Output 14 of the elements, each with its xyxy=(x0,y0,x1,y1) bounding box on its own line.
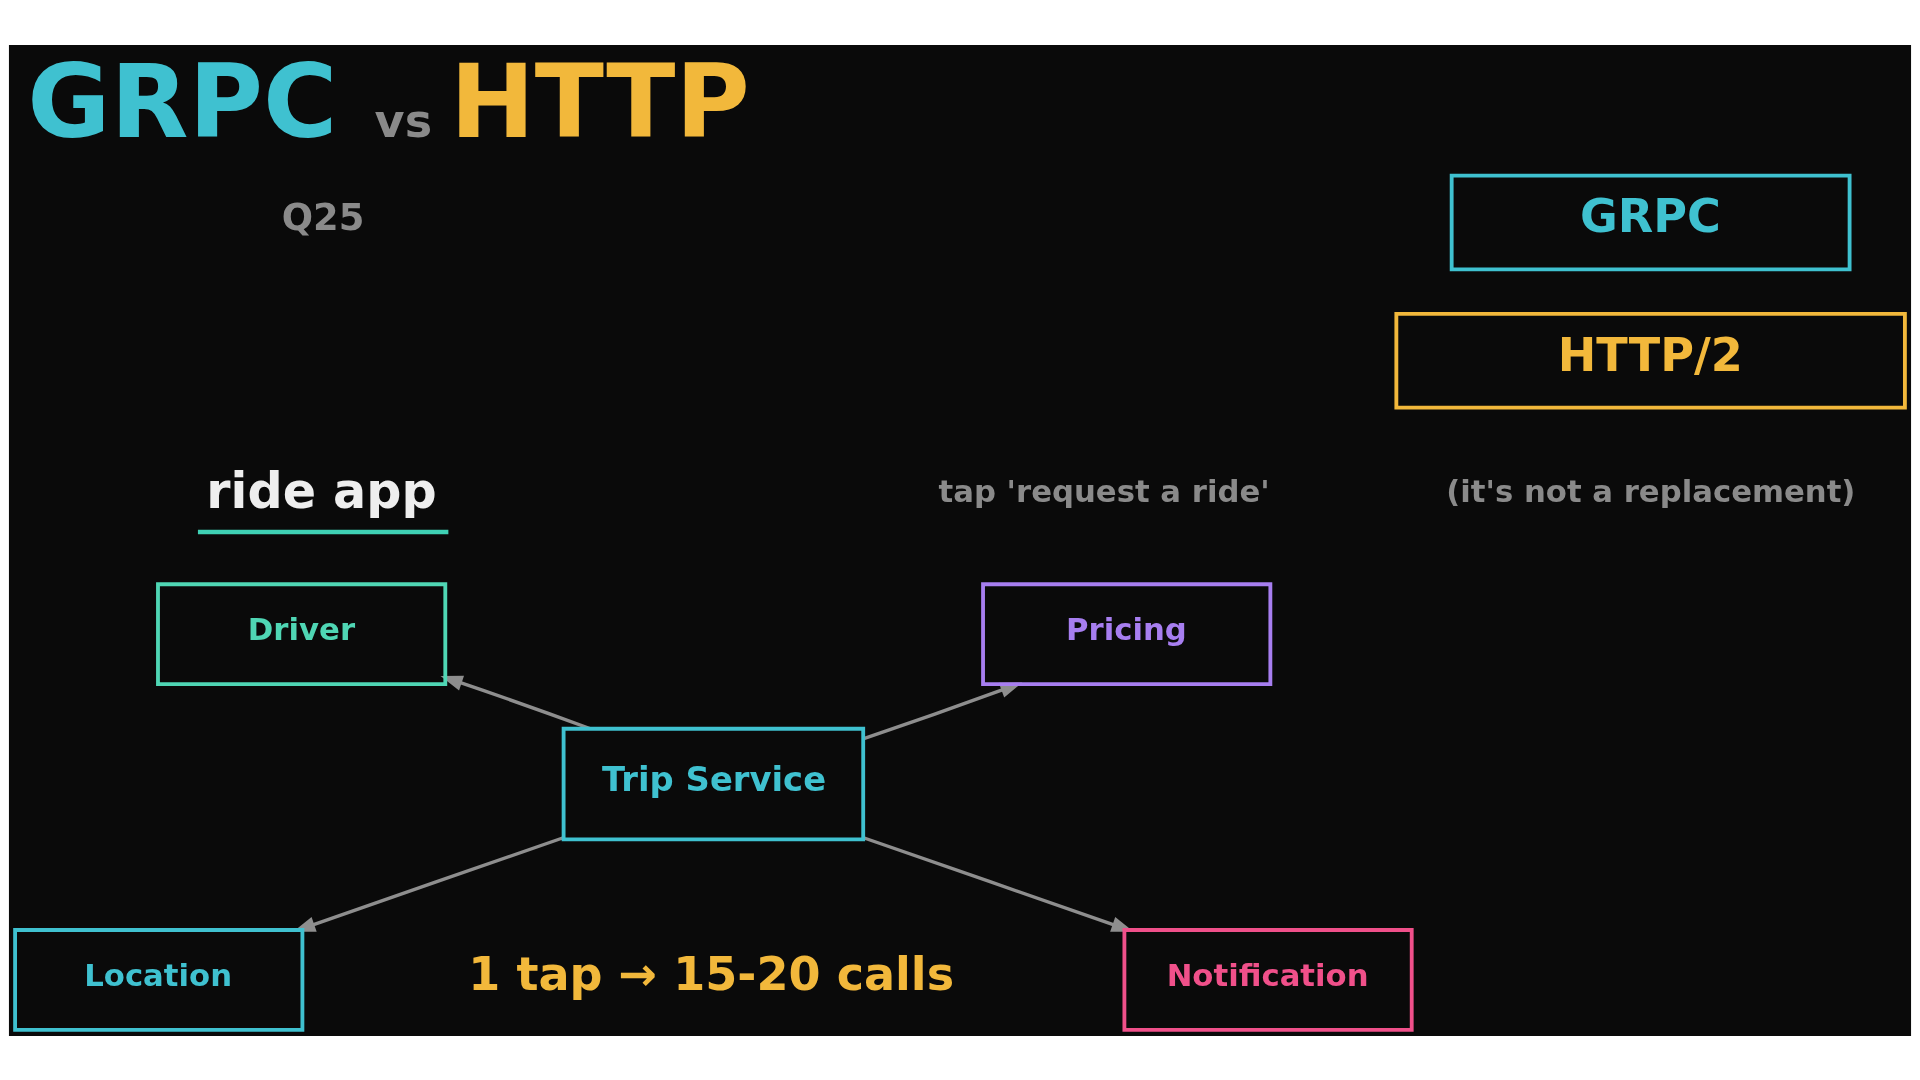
node-box: Trip Service xyxy=(561,726,866,841)
arrow xyxy=(440,675,591,730)
label: 1 tap → 15-20 calls xyxy=(468,946,955,1001)
label: Q25 xyxy=(281,195,365,239)
node-box: HTTP/2 xyxy=(1394,311,1907,410)
label: ride app xyxy=(206,461,437,520)
node-box: Driver xyxy=(156,581,448,686)
diagram-title: GRPC vs HTTP xyxy=(27,42,750,161)
node-box: GRPC xyxy=(1449,173,1852,271)
node-box: Pricing xyxy=(981,581,1273,686)
label: tap 'request a ride' xyxy=(938,472,1270,509)
node-box: Location xyxy=(13,927,305,1032)
node-label: (it's not a replacement) xyxy=(1446,472,1856,509)
node-box: Notification xyxy=(1122,927,1414,1032)
